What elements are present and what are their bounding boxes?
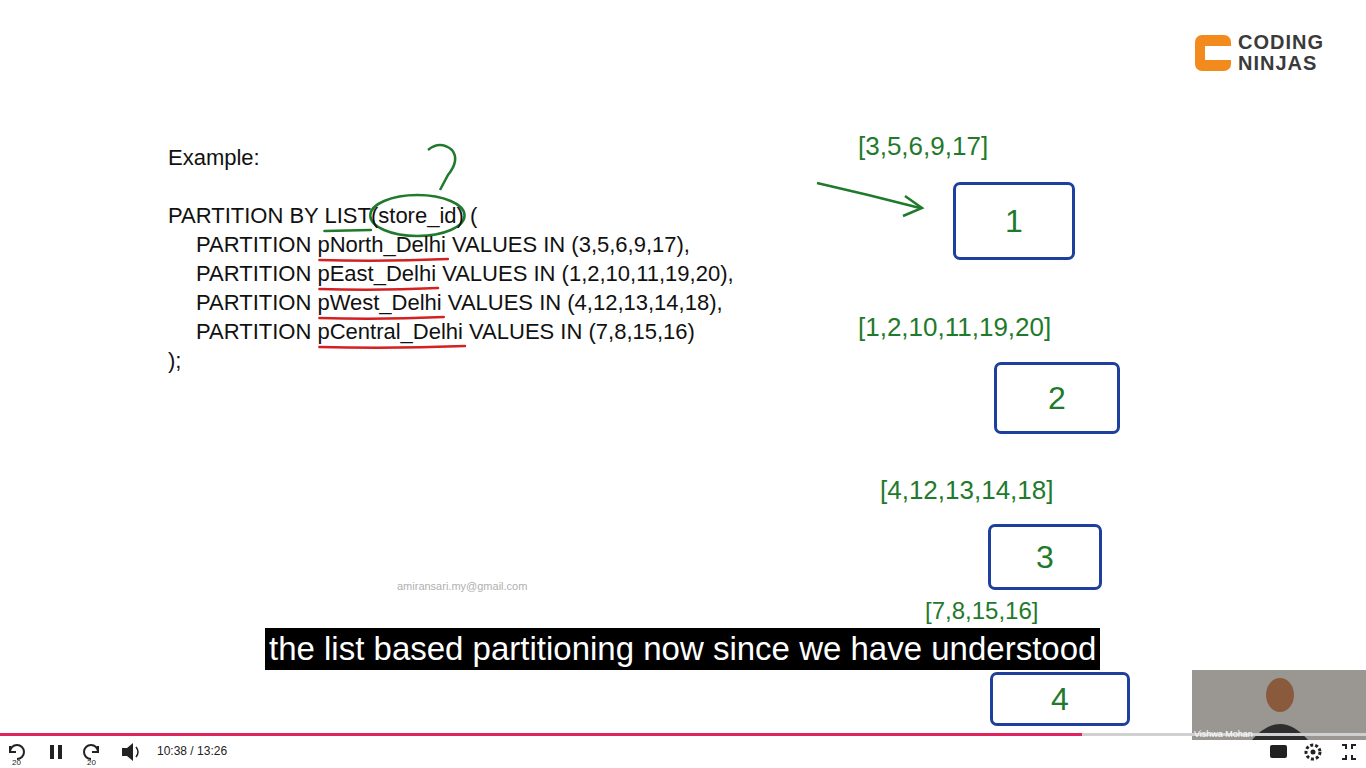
code-line: PARTITION pNorth_Delhi VALUES IN (3,5,6,… [196, 232, 690, 257]
rewind-icon [10, 745, 24, 759]
volume-icon [122, 743, 133, 761]
player-bar [0, 740, 1366, 768]
code-line: PARTITION pEast_Delhi VALUES IN (1,2,10,… [196, 261, 734, 286]
handwritten-list: [3,5,6,9,17] [858, 132, 988, 162]
progress-track [0, 733, 1366, 736]
handwritten-list: [7,8,15,16] [925, 597, 1038, 625]
red-underline [319, 259, 447, 261]
fullscreen-icon [1342, 745, 1356, 759]
presenter-body [1252, 724, 1308, 740]
progress-played [0, 733, 1082, 736]
annotation-squiggle [428, 145, 455, 190]
watermark: amiransari.my@gmail.com [397, 580, 527, 593]
code-line: PARTITION pWest_Delhi VALUES IN (4,12,13… [196, 290, 723, 315]
settings-hub [1311, 750, 1316, 755]
partition-box: 2 [994, 362, 1120, 434]
logo-text: CODING [1238, 31, 1324, 54]
partition-box: 1 [953, 182, 1075, 260]
skip-seconds: 20 [12, 758, 21, 767]
arrow-head [903, 196, 922, 216]
code-line: ); [168, 348, 181, 373]
partition-number: 4 [1051, 683, 1069, 715]
slide-heading: Example: [168, 145, 260, 170]
forward-arrow [92, 746, 98, 752]
red-underline [319, 317, 443, 319]
logo-notch [1205, 46, 1231, 60]
webcam-wall [1192, 670, 1366, 740]
handwritten-list: [4,12,13,14,18] [880, 476, 1053, 506]
partition-number: 3 [1036, 541, 1054, 573]
hand-arrow [817, 183, 920, 208]
code-line: PARTITION pCentral_Delhi VALUES IN (7,8,… [196, 319, 695, 344]
time-display: 10:38 / 13:26 [157, 745, 227, 759]
rewind-arrow [10, 746, 16, 752]
pause-bar [50, 745, 54, 759]
code-line: PARTITION BY LIST(store_id) ( [168, 203, 477, 228]
partition-box: 3 [988, 524, 1102, 590]
presenter-head [1266, 678, 1294, 712]
pause-bar [58, 745, 62, 759]
captions-icon [1270, 745, 1287, 758]
partition-number: 1 [1005, 205, 1023, 237]
handwritten-list: [1,2,10,11,19,20] [858, 313, 1051, 343]
volume-wave [136, 747, 138, 757]
green-underline [324, 230, 370, 231]
webcam-thumbnail [1192, 670, 1366, 740]
logo-icon [1195, 35, 1231, 71]
partition-box: 4 [990, 672, 1130, 726]
skip-seconds: 20 [87, 758, 96, 767]
forward-icon [84, 745, 98, 759]
presenter-name: Vishwa Mohan [1194, 729, 1253, 739]
subtitle: the list based partitioning now since we… [265, 628, 1100, 670]
logo-text: NINJAS [1238, 52, 1317, 75]
red-underline [319, 288, 438, 290]
settings-icon [1306, 745, 1320, 759]
red-underline [319, 346, 465, 348]
partition-number: 2 [1048, 382, 1066, 414]
